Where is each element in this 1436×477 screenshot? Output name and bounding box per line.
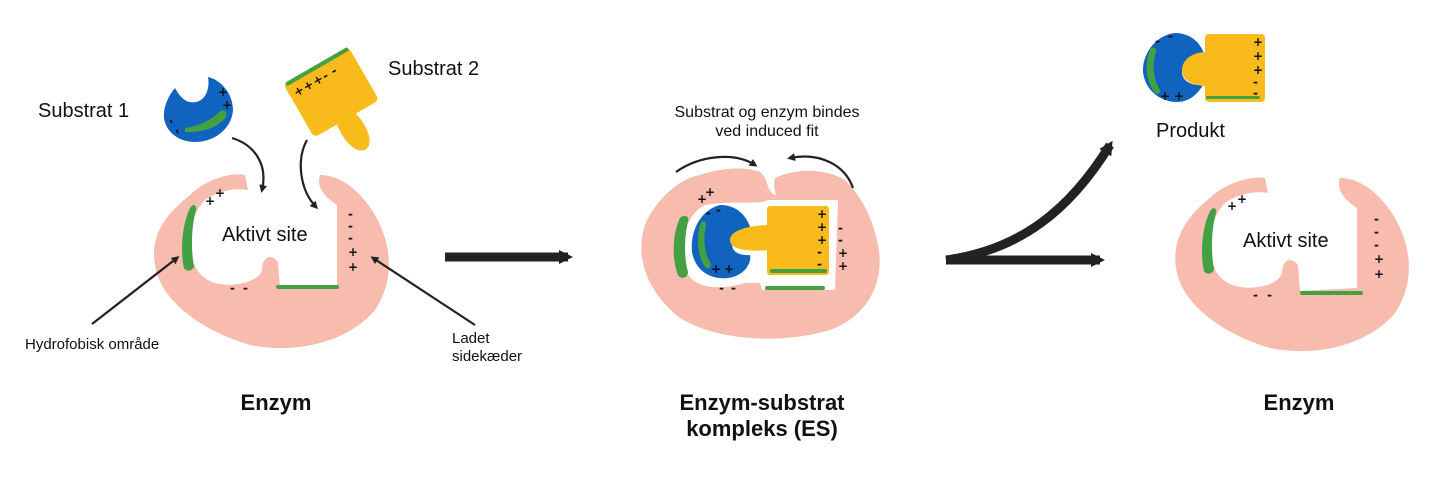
charge: + (1253, 63, 1263, 77)
hydrophobic-floor (765, 286, 825, 290)
charge: + (222, 98, 232, 112)
charge: - (243, 281, 248, 295)
substrate-1: + + - - (163, 77, 233, 142)
hydrophobic-label: Hydrofobisk område (25, 336, 159, 353)
charge: - (1253, 86, 1258, 100)
induced-fit-arrow-icon (675, 155, 758, 173)
charge: - (1374, 212, 1379, 226)
charge: + (1253, 49, 1263, 63)
charge: + (215, 186, 225, 200)
substrate-2-hydrophobic (770, 269, 827, 273)
substrate-2-tail (730, 225, 770, 251)
enzyme-body (1175, 177, 1409, 352)
charge: + (1227, 199, 1237, 213)
hydrophobic-region (1202, 208, 1217, 274)
enzyme-left: + + - - - + + - - Aktivt site (154, 174, 389, 349)
charge: + (838, 259, 848, 273)
substrate-1-hydrophobic (698, 221, 711, 269)
charge: - (716, 203, 721, 217)
charge: + (817, 220, 827, 234)
charge: + (348, 245, 358, 259)
charge: - (817, 257, 822, 271)
charge: - (1374, 225, 1379, 239)
charge: + (348, 260, 358, 274)
enzyme-substrate-complex: + + - - + + + + + - - - - + + - - (641, 168, 880, 339)
induced-fit-label-line1: Substrat og enzym bindes (675, 104, 860, 121)
charge: - (348, 219, 353, 233)
charge: - (1253, 75, 1258, 89)
substrate-1-label: Substrat 1 (38, 100, 129, 122)
charge: + (1237, 192, 1247, 206)
product-substrate-1 (1142, 33, 1205, 102)
charge: - (170, 126, 185, 135)
charge: + (705, 185, 715, 199)
enzyme-title: Enzym (241, 390, 312, 415)
charge: - (320, 68, 331, 83)
charge: + (697, 192, 707, 206)
product-arrow-icon (945, 140, 1114, 265)
charge: + (817, 233, 827, 247)
charge: - (731, 281, 736, 295)
arrow-icon (91, 256, 180, 325)
charge: + (1374, 267, 1384, 281)
active-site-label: Aktivt site (1243, 230, 1329, 252)
charge: + (1174, 89, 1184, 103)
charge: + (711, 262, 721, 276)
product-tail (1182, 52, 1207, 86)
charge: - (1168, 29, 1173, 43)
substrate-2-tail (335, 110, 370, 151)
enzyme-right: + + - - - + + - - Aktivt site (1175, 177, 1409, 352)
charge: - (838, 221, 843, 235)
hydrophobic-floor (276, 285, 339, 289)
product-substrate-2 (1205, 34, 1265, 102)
product-label: Produkt (1156, 120, 1225, 142)
charge: - (706, 206, 711, 220)
charge: - (328, 63, 339, 78)
charge: - (817, 245, 822, 259)
substrate-1-hydrophobic (185, 110, 227, 133)
substrate-2-shape (767, 206, 829, 275)
arrow-icon (370, 256, 476, 326)
induced-fit-arrow-icon (787, 153, 855, 189)
charged-label-line2: sidekæder (452, 348, 522, 365)
hydrophobic-region (182, 205, 197, 271)
charge: - (1155, 34, 1160, 48)
charge: - (1253, 288, 1258, 302)
charge: + (205, 194, 215, 208)
charge: - (1374, 238, 1379, 252)
active-site-label: Aktivt site (222, 224, 308, 246)
charge: - (348, 231, 353, 245)
charge: - (348, 207, 353, 221)
product-hydrophobic (1146, 47, 1161, 95)
charge: + (724, 262, 734, 276)
charge: + (218, 85, 228, 99)
complex-title-line2: kompleks (ES) (686, 416, 838, 441)
charge: + (817, 207, 827, 221)
charge: - (164, 116, 179, 125)
substrate-2: + + + - - (285, 47, 378, 151)
charge: + (838, 246, 848, 260)
product: - - + + + + + - - (1142, 29, 1265, 103)
charge: + (1160, 89, 1170, 103)
charged-label-line1: Ladet (452, 330, 490, 347)
substrate-2-hydrophobic (285, 47, 349, 86)
complex-title-line1: Enzym-substrat (679, 390, 845, 415)
arrow-icon (231, 136, 268, 193)
charge: - (230, 281, 235, 295)
product-hydrophobic-floor (1206, 96, 1260, 99)
charge: + (1374, 252, 1384, 266)
charge: - (838, 233, 843, 247)
enzyme-body (154, 174, 389, 349)
enzyme-title-right: Enzym (1264, 390, 1335, 415)
charge: - (719, 281, 724, 295)
charge: + (1253, 35, 1263, 49)
arrow-icon (299, 139, 319, 210)
induced-fit-label-line2: ved induced fit (715, 123, 819, 140)
hydrophobic-floor (1300, 291, 1363, 295)
hydrophobic-region (673, 215, 689, 278)
substrate-2-label: Substrat 2 (388, 58, 479, 80)
charge: - (1267, 288, 1272, 302)
